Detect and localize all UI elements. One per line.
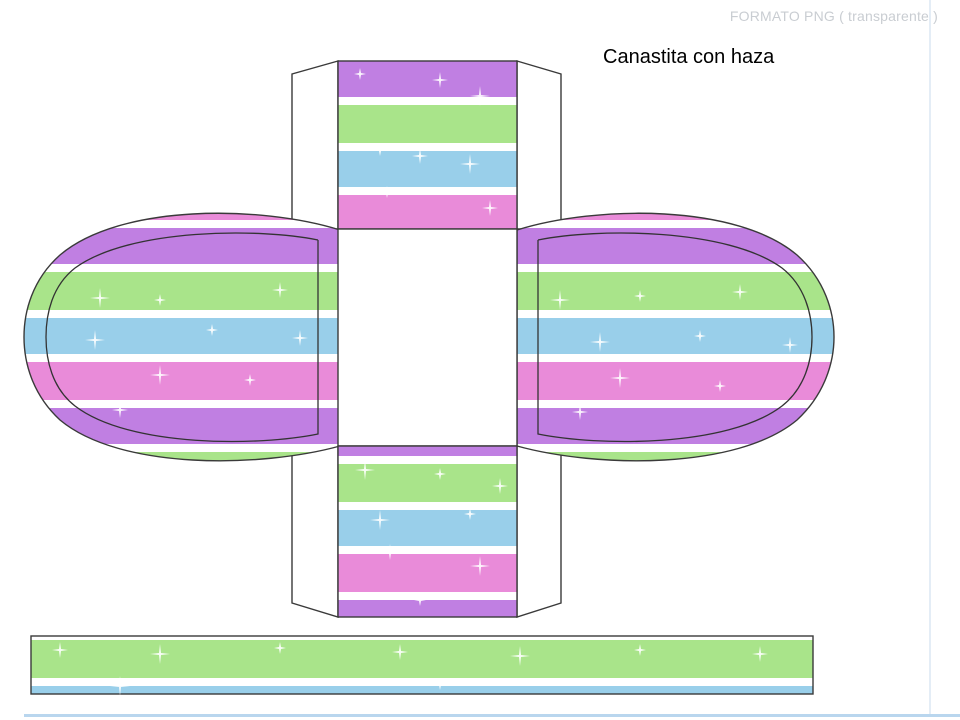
sparkle-mark (610, 368, 630, 388)
sparkle-mark (782, 337, 798, 353)
sparkles (52, 68, 798, 696)
sparkle-mark (434, 468, 446, 480)
sparkle-mark (590, 332, 610, 352)
top-panel (337, 60, 518, 230)
sparkle-mark (634, 290, 646, 302)
sparkle-mark (414, 594, 426, 606)
left-oval (23, 212, 341, 462)
handle-strip (30, 635, 814, 695)
sparkle-mark (634, 644, 646, 656)
right-edge-rule (929, 0, 931, 716)
bottom-left-flap (291, 445, 339, 618)
sparkle-mark (752, 646, 768, 662)
sparkle-mark (694, 330, 706, 342)
sparkle-mark (110, 676, 130, 696)
sparkle-mark (206, 324, 218, 336)
sparkle-mark (492, 478, 508, 494)
sparkle-mark (112, 402, 128, 418)
page-title: Canastita con haza (603, 46, 775, 68)
bottom-right-flap (516, 445, 562, 618)
sparkle-mark (90, 288, 110, 308)
sparkle-mark (714, 380, 726, 392)
sparkle-mark (355, 460, 375, 480)
sparkle-mark (272, 282, 288, 298)
sparkle-mark (85, 330, 105, 350)
sparkle-mark (292, 330, 308, 346)
sparkle-mark (510, 646, 530, 666)
sparkle-mark (434, 678, 446, 690)
sparkle-mark (244, 374, 256, 386)
sparkle-mark (354, 68, 366, 80)
sparkle-mark (150, 644, 170, 664)
sparkle-mark (412, 148, 428, 164)
right-oval (516, 212, 835, 462)
sparkle-mark (52, 642, 68, 658)
sparkle-mark (732, 284, 748, 300)
sparkle-mark (482, 200, 498, 216)
top-right-flap (516, 60, 562, 230)
right-oval-fold-line (537, 232, 813, 443)
sparkle-mark (382, 544, 398, 560)
left-oval-fill (23, 212, 341, 462)
sparkle-mark (150, 365, 170, 385)
sparkle-mark (572, 404, 588, 420)
sparkle-mark (470, 556, 490, 576)
center-base (337, 228, 518, 447)
top-flaps (291, 60, 562, 230)
sparkle-mark (550, 290, 570, 310)
sparkle-mark (464, 508, 476, 520)
sparkle-mark (432, 72, 448, 88)
top-panel-fill (337, 60, 518, 230)
sparkle-mark (370, 510, 390, 530)
sparkle-mark (374, 144, 386, 156)
sparkle-mark (381, 186, 393, 198)
sparkle-mark (470, 86, 490, 106)
sparkle-mark (392, 644, 408, 660)
bottom-panel (337, 445, 518, 618)
handle-strip-fill (30, 635, 814, 695)
sparkle-mark (274, 642, 286, 654)
left-oval-fold-line (45, 232, 319, 443)
bottom-panel-fill (337, 445, 518, 618)
right-oval-fill (516, 212, 835, 462)
top-left-flap (291, 60, 339, 230)
bottom-edge-rule (24, 714, 960, 717)
format-watermark: FORMATO PNG ( transparente ) (729, 8, 938, 24)
sparkle-mark (460, 154, 480, 174)
sparkle-mark (154, 294, 166, 306)
